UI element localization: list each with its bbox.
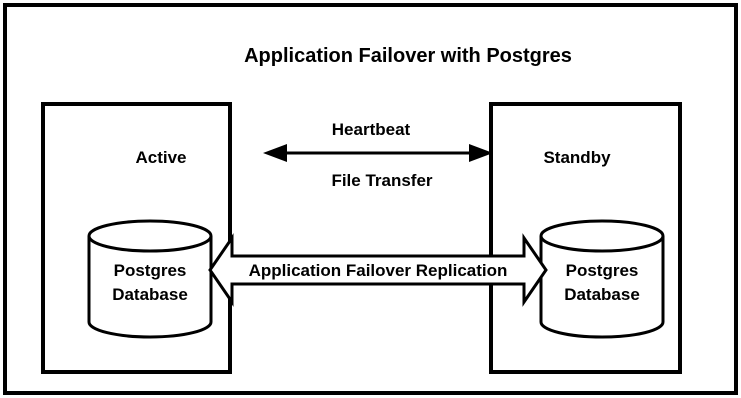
standby-database-cylinder (539, 219, 665, 339)
active-database-line1: Postgres (114, 261, 187, 280)
replication-arrow (208, 233, 548, 307)
active-server-box (41, 102, 232, 374)
diagram-title: Application Failover with Postgres (244, 45, 572, 67)
heartbeat-label: Heartbeat (332, 120, 411, 139)
active-database-cylinder (87, 219, 213, 339)
active-server-label: Active (135, 148, 186, 167)
replication-label: Application Failover Replication (249, 261, 508, 280)
heartbeat-arrow (263, 144, 493, 162)
standby-server-label: Standby (543, 148, 611, 167)
standby-database-line1: Postgres (566, 261, 639, 280)
standby-server-box (489, 102, 682, 374)
standby-database-line2: Database (564, 285, 640, 304)
active-database-line2: Database (112, 285, 188, 304)
file-transfer-label: File Transfer (331, 171, 432, 190)
